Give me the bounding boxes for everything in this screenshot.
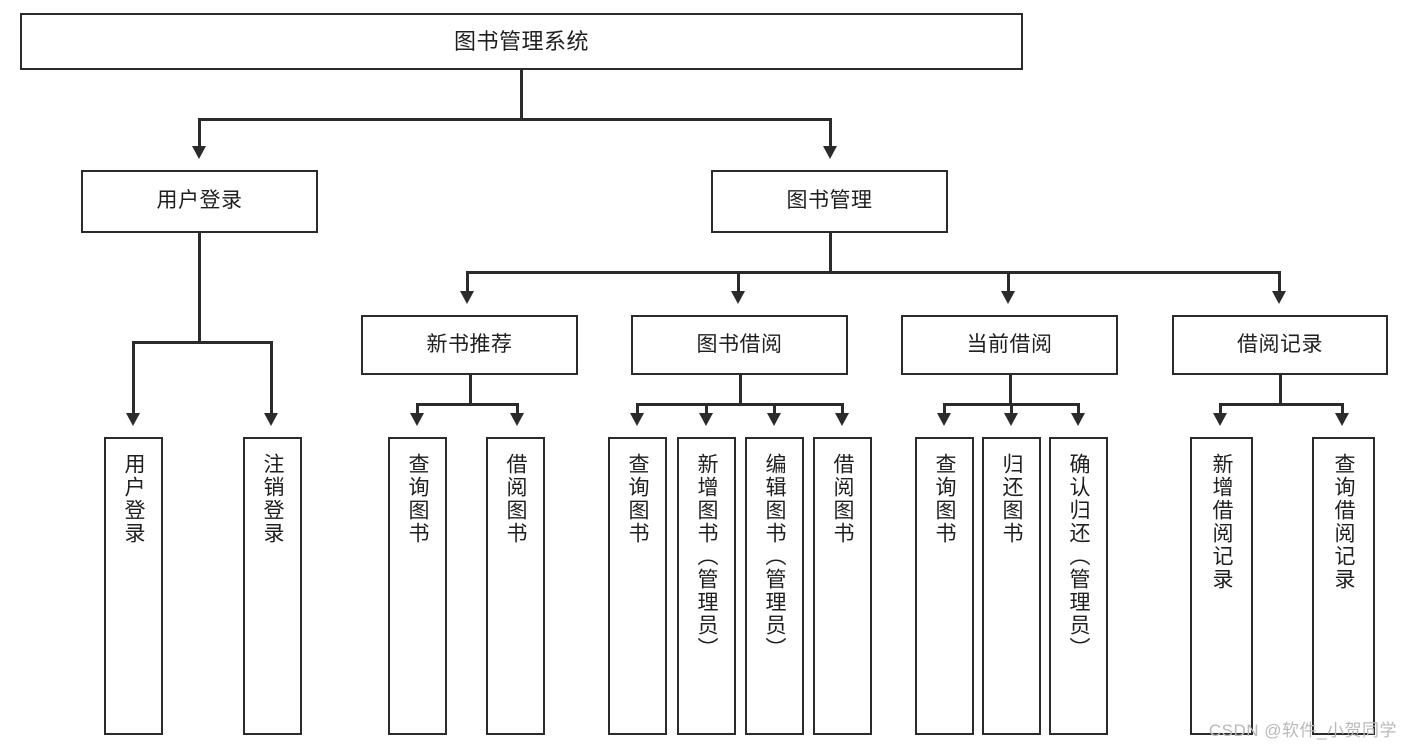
node-current-borrow[interactable]: 当前借阅	[901, 315, 1118, 375]
node-label: 用户登录	[122, 453, 145, 545]
node-label: 借阅图书	[831, 453, 854, 545]
arrowhead-leaf-query-book-2	[630, 413, 644, 426]
node-label: 图书管理系统	[453, 28, 589, 54]
connector-bookmgmt-drop-1	[466, 271, 469, 293]
arrowhead-book-borrow	[731, 291, 745, 304]
node-label: 编辑图书（管理员）	[763, 453, 786, 660]
connector-bookborrow-drop-4	[841, 403, 844, 415]
connector-bookborrow-trunk	[739, 375, 742, 405]
node-label: 归还图书	[1000, 453, 1023, 545]
arrowhead-leaf-query-record	[1335, 413, 1349, 426]
node-label: 图书管理	[786, 189, 873, 213]
connector-currentborrow-drop-1	[943, 403, 946, 415]
connector-borrowrecord-bus	[1219, 403, 1344, 406]
connector-userlogin-drop-2	[270, 341, 273, 415]
leaf-borrow-book-newbook[interactable]: 借阅图书	[486, 437, 545, 735]
leaf-confirm-return-admin[interactable]: 确认归还（管理员）	[1049, 437, 1108, 735]
node-user-login[interactable]: 用户登录	[81, 170, 318, 233]
arrowhead-leaf-confirm-return	[1071, 413, 1085, 426]
arrowhead-leaf-borrow-book-2	[835, 413, 849, 426]
connector-bookmgmt-trunk	[829, 233, 832, 273]
leaf-query-book-newbook[interactable]: 查询图书	[388, 437, 447, 735]
connector-currentborrow-trunk	[1009, 375, 1012, 405]
node-label: 新增借阅记录	[1210, 453, 1233, 591]
arrowhead-leaf-add-record	[1213, 413, 1227, 426]
connector-bookborrow-drop-2	[705, 403, 708, 415]
leaf-add-book-admin[interactable]: 新增图书（管理员）	[677, 437, 736, 735]
node-label: 当前借阅	[966, 332, 1053, 356]
node-label: 查询图书	[933, 453, 956, 545]
node-label: 查询借阅记录	[1332, 453, 1355, 591]
leaf-query-borrow-record[interactable]: 查询借阅记录	[1312, 437, 1375, 735]
connector-currentborrow-drop-3	[1077, 403, 1080, 415]
connector-bookmgmt-drop-2	[737, 271, 740, 293]
node-borrow-record[interactable]: 借阅记录	[1172, 315, 1388, 375]
connector-newbook-trunk	[469, 375, 472, 405]
node-label: 新书推荐	[426, 332, 513, 356]
connector-bookmgmt-drop-4	[1278, 271, 1281, 293]
arrowhead-leaf-return-book	[1004, 413, 1018, 426]
leaf-borrow-book[interactable]: 借阅图书	[813, 437, 872, 735]
connector-userlogin-drop-1	[132, 341, 135, 415]
connector-newbook-drop-2	[516, 403, 519, 415]
arrowhead-leaf-add-book	[699, 413, 713, 426]
node-new-book-recommend[interactable]: 新书推荐	[361, 315, 578, 375]
node-label: 注销登录	[261, 453, 284, 545]
connector-root-drop-1	[198, 118, 201, 148]
node-label: 查询图书	[406, 453, 429, 545]
arrowhead-leaf-logout	[264, 413, 278, 426]
node-label: 确认归还（管理员）	[1067, 453, 1090, 660]
connector-userlogin-trunk	[198, 233, 201, 343]
connector-bookmgmt-bus	[466, 271, 1280, 274]
arrowhead-new-book-rec	[460, 291, 474, 304]
connector-root-drop-2	[829, 118, 832, 148]
connector-bookborrow-drop-3	[773, 403, 776, 415]
arrowhead-user-login	[192, 146, 206, 159]
leaf-edit-book-admin[interactable]: 编辑图书（管理员）	[745, 437, 804, 735]
arrowhead-leaf-user-login	[126, 413, 140, 426]
node-book-borrow[interactable]: 图书借阅	[631, 315, 848, 375]
connector-userlogin-bus	[132, 341, 272, 344]
connector-root-trunk	[520, 70, 523, 120]
arrowhead-book-manage	[823, 146, 837, 159]
leaf-user-login[interactable]: 用户登录	[104, 437, 163, 735]
arrowhead-leaf-borrow-book-1	[510, 413, 524, 426]
node-label: 查询图书	[626, 453, 649, 545]
arrowhead-borrow-record	[1272, 291, 1286, 304]
leaf-return-book[interactable]: 归还图书	[982, 437, 1041, 735]
connector-currentborrow-drop-2	[1010, 403, 1013, 415]
leaf-query-book-current[interactable]: 查询图书	[915, 437, 974, 735]
arrowhead-leaf-edit-book	[767, 413, 781, 426]
node-label: 借阅记录	[1237, 332, 1323, 356]
node-book-management[interactable]: 图书管理	[711, 170, 948, 233]
node-label: 新增图书（管理员）	[695, 453, 718, 660]
arrowhead-leaf-query-book-1	[410, 413, 424, 426]
connector-newbook-drop-1	[416, 403, 419, 415]
connector-borrowrecord-drop-1	[1219, 403, 1222, 415]
connector-bookborrow-bus	[636, 403, 843, 406]
leaf-query-book-borrow[interactable]: 查询图书	[608, 437, 667, 735]
connector-borrowrecord-drop-2	[1341, 403, 1344, 415]
connector-bookmgmt-drop-3	[1007, 271, 1010, 293]
node-label: 借阅图书	[504, 453, 527, 545]
leaf-add-borrow-record[interactable]: 新增借阅记录	[1190, 437, 1253, 735]
connector-newbook-bus	[416, 403, 519, 406]
arrowhead-leaf-query-book-3	[937, 413, 951, 426]
node-root-system[interactable]: 图书管理系统	[20, 13, 1023, 70]
connector-bookborrow-drop-1	[636, 403, 639, 415]
csdn-watermark: CSDN @软件_小贺同学	[1208, 721, 1397, 740]
connector-borrowrecord-trunk	[1279, 375, 1282, 405]
connector-root-bus	[198, 118, 831, 121]
node-label: 图书借阅	[696, 332, 783, 356]
arrowhead-current-borrow	[1001, 291, 1015, 304]
node-label: 用户登录	[156, 189, 243, 213]
leaf-logout[interactable]: 注销登录	[243, 437, 302, 735]
